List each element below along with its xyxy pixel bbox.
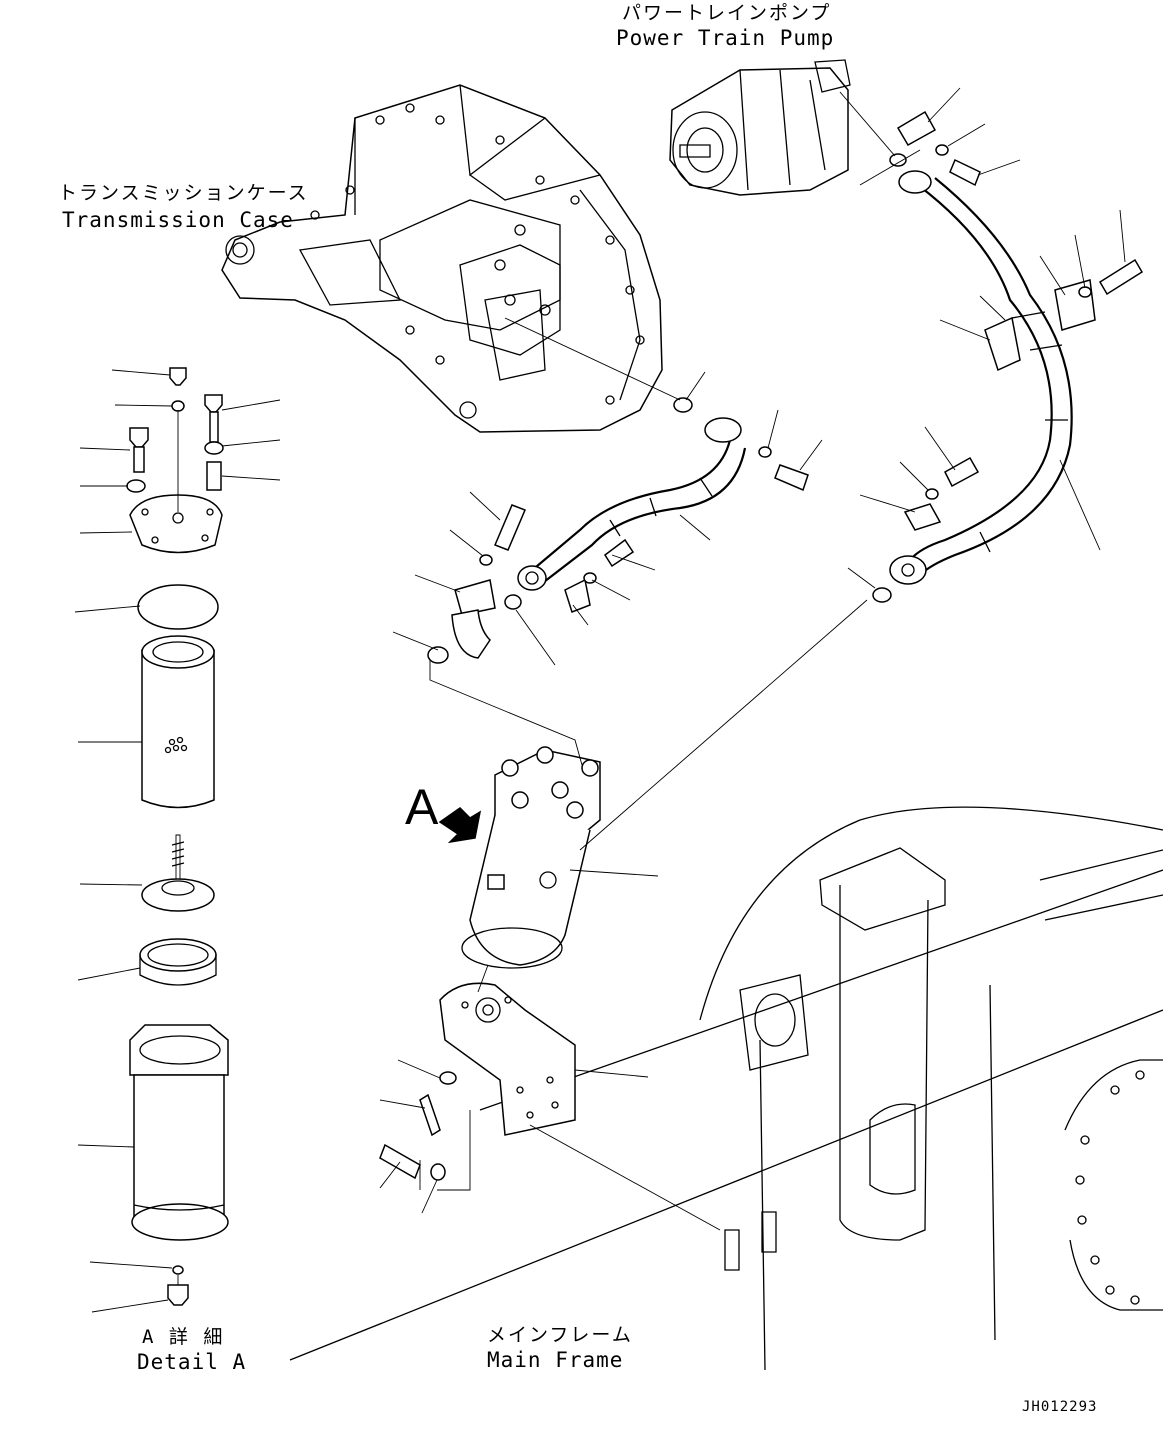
view-marker-label: A bbox=[405, 779, 439, 835]
power-train-pump-drawing bbox=[670, 60, 850, 195]
main-frame-drawing bbox=[290, 807, 1163, 1370]
main-frame-label-jp: メインフレーム bbox=[487, 1324, 633, 1346]
detail-a-label-jp: A 詳 細 bbox=[142, 1326, 225, 1348]
lower-hose-drawing bbox=[452, 418, 745, 658]
power-train-pump-label-jp: パワートレインポンプ bbox=[622, 2, 832, 24]
main-frame-label-en: Main Frame bbox=[487, 1348, 624, 1372]
transmission-case-label-en: Transmission Case bbox=[62, 208, 294, 232]
power-train-pump-label-en: Power Train Pump bbox=[616, 26, 835, 50]
transmission-case-drawing bbox=[222, 85, 662, 432]
upper-hose-drawing bbox=[890, 112, 1095, 584]
view-arrow-icon bbox=[440, 808, 480, 842]
drawing-number: JH012293 bbox=[1022, 1399, 1098, 1415]
filter-assembly-drawing bbox=[380, 747, 600, 1180]
detail-a-drawing bbox=[127, 368, 228, 1305]
hose-hardware-drawing bbox=[428, 145, 1142, 663]
leader-lines bbox=[75, 88, 1125, 1312]
detail-a-label-en: Detail A bbox=[137, 1350, 247, 1374]
transmission-case-label-jp: トランスミッションケース bbox=[58, 182, 309, 204]
